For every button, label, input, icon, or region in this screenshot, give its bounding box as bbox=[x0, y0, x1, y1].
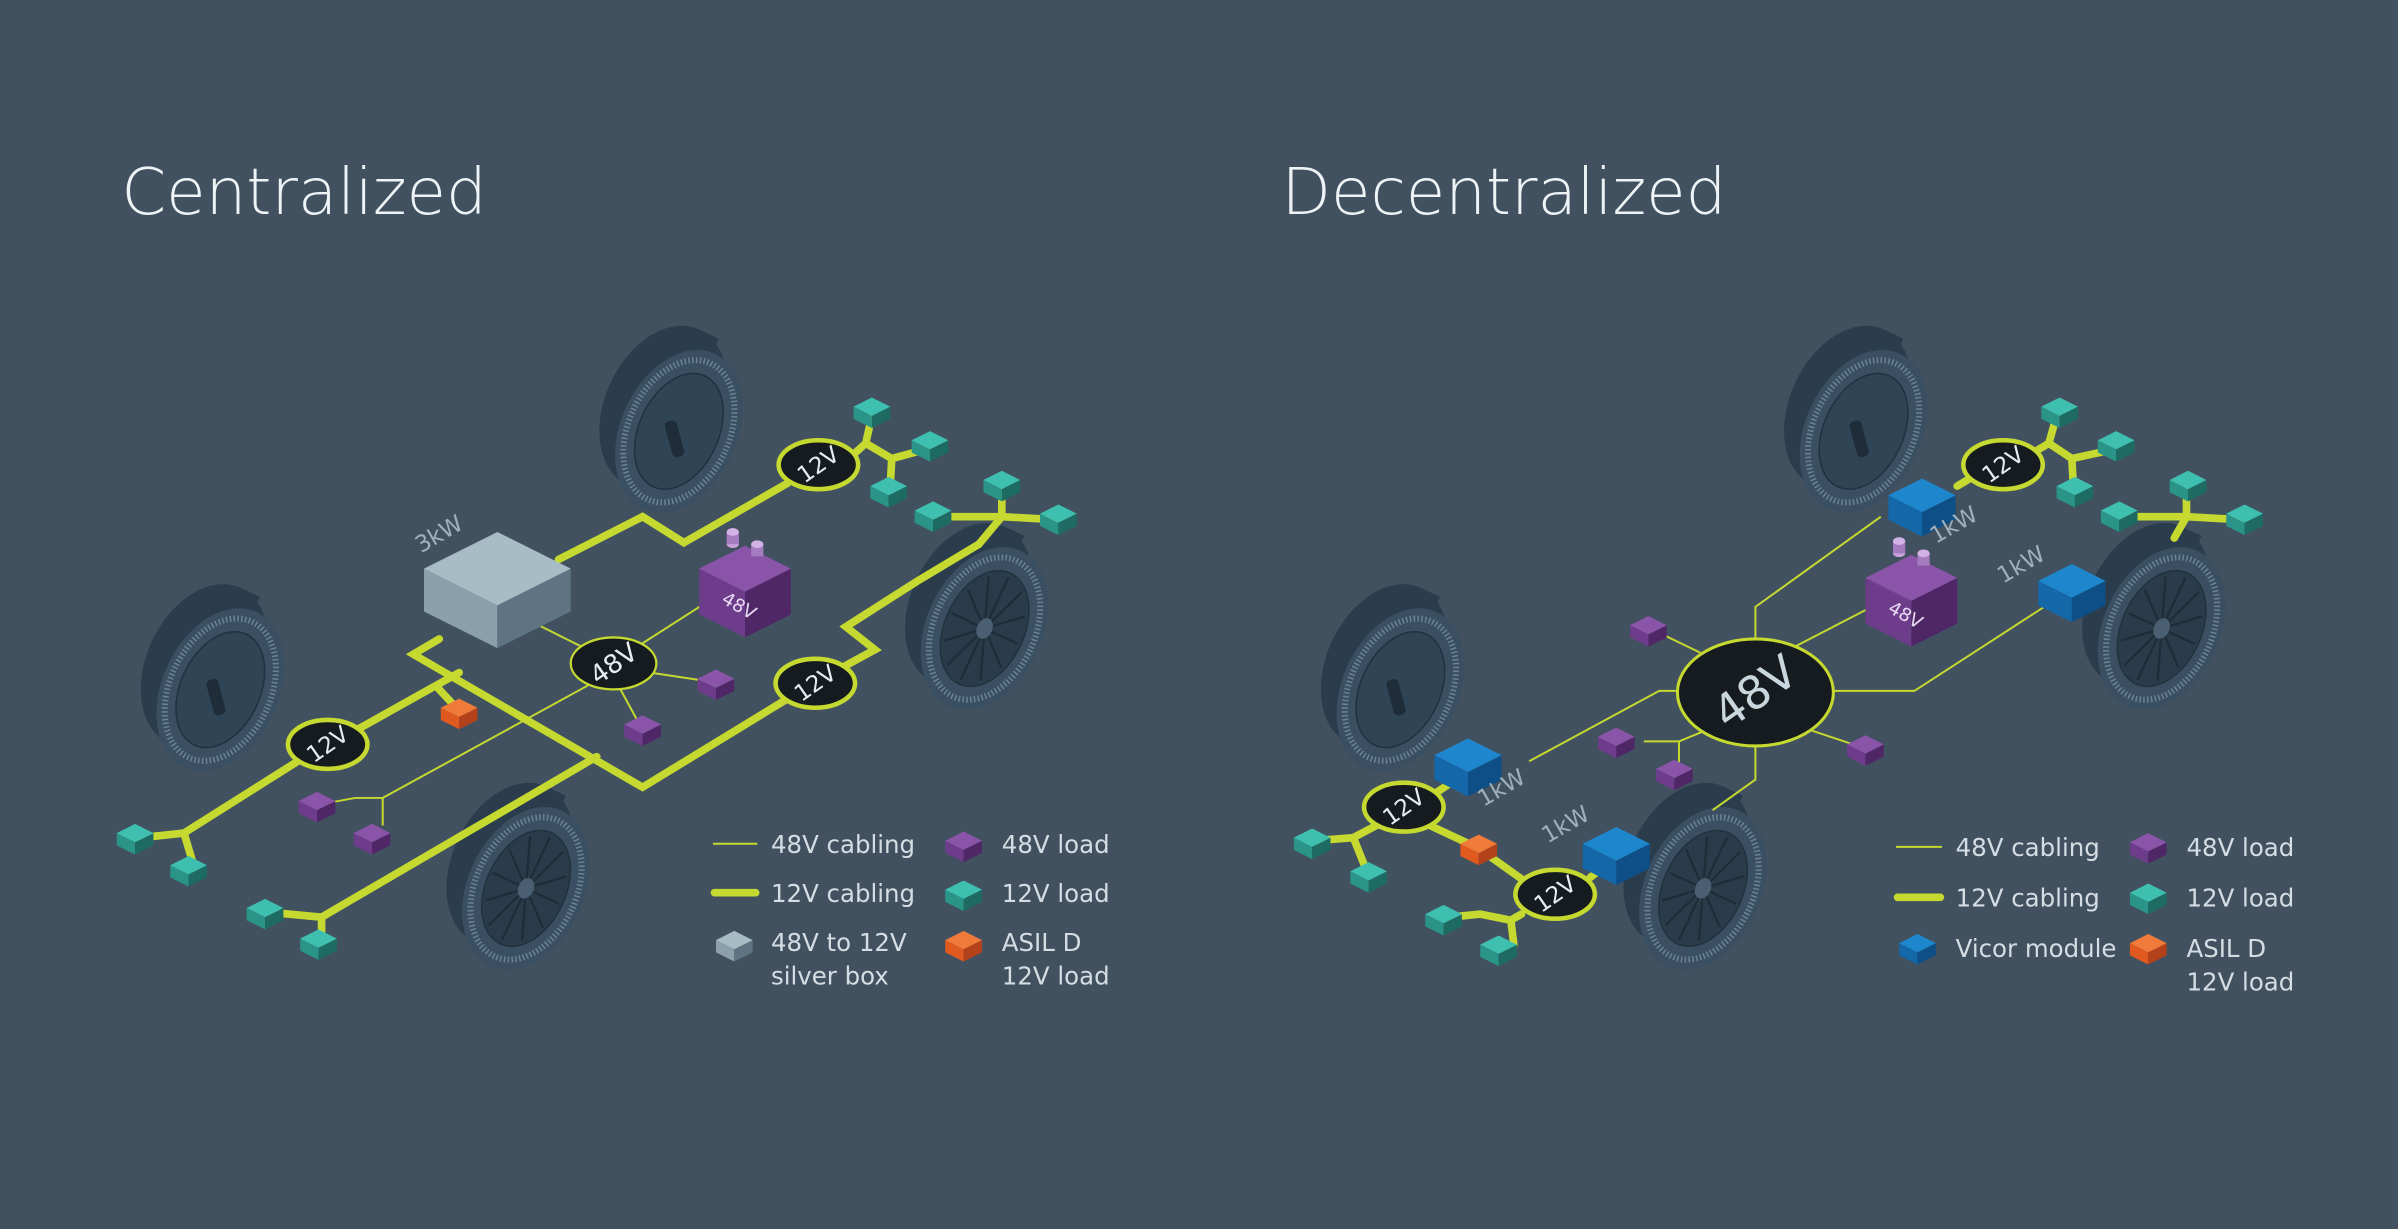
load-48v bbox=[697, 669, 735, 701]
legend-12v-load-icon bbox=[2129, 883, 2167, 915]
decentralized-legend: 48V cabling 12V cabling Vicor module 48V… bbox=[1893, 833, 2294, 997]
load-12v bbox=[1293, 828, 1331, 860]
load-12v bbox=[983, 470, 1021, 502]
legend-48v-load-icon bbox=[2129, 833, 2167, 864]
load-12v bbox=[300, 929, 337, 960]
svg-text:48V cabling: 48V cabling bbox=[1956, 833, 2100, 862]
converter-12v-left: 12V bbox=[1361, 780, 1446, 834]
centralized-48v-cabling bbox=[321, 598, 712, 826]
wheel bbox=[1783, 325, 1928, 513]
load-12v bbox=[911, 431, 949, 462]
svg-text:ASIL D: ASIL D bbox=[1002, 928, 1082, 957]
converter-12v-top: 12V bbox=[776, 437, 861, 492]
decentralized-48v-cabling bbox=[1528, 515, 2050, 811]
svg-text:12V cabling: 12V cabling bbox=[771, 879, 915, 908]
centralized-legend: 48V cabling 12V cabling 48V to 12V silve… bbox=[710, 830, 1110, 990]
vicor-module bbox=[1582, 826, 1650, 886]
svg-text:12V load: 12V load bbox=[1002, 961, 1110, 990]
load-12v bbox=[170, 856, 207, 887]
load-12v bbox=[2041, 397, 2078, 429]
load-12v bbox=[1425, 904, 1462, 936]
load-12v bbox=[2056, 476, 2094, 508]
load-12v bbox=[914, 501, 952, 532]
load-48v bbox=[1597, 727, 1635, 759]
legend-asil-icon bbox=[2129, 933, 2167, 965]
load-12v bbox=[116, 823, 154, 855]
converter-12v-top: 12V bbox=[1961, 437, 2046, 492]
wheel bbox=[1320, 584, 1465, 772]
legend-vicor-icon bbox=[1899, 933, 1936, 965]
vicor-module bbox=[1888, 478, 1956, 537]
load-48v bbox=[353, 823, 391, 855]
legend-48v-load-icon bbox=[945, 831, 982, 863]
svg-text:48V load: 48V load bbox=[2186, 833, 2294, 862]
svg-text:48V cabling: 48V cabling bbox=[771, 830, 915, 859]
converter-12v-left: 12V bbox=[285, 717, 370, 772]
load-48v bbox=[1630, 616, 1667, 647]
hub-48v: 48V bbox=[569, 636, 658, 691]
converter-12v-bottom: 12V bbox=[1513, 867, 1598, 921]
battery-body bbox=[1865, 554, 1958, 647]
asil-d-load bbox=[440, 698, 478, 730]
hub-48v: 48V bbox=[1675, 637, 1835, 748]
svg-text:12V cabling: 12V cabling bbox=[1956, 883, 2100, 912]
load-12v bbox=[1480, 935, 1517, 967]
wheel bbox=[2082, 522, 2226, 710]
load-48v bbox=[1656, 759, 1693, 791]
centralized-title: Centralized bbox=[121, 155, 486, 230]
converter-12v-right: 12V bbox=[773, 656, 858, 711]
load-12v bbox=[853, 397, 891, 429]
svg-text:12V load: 12V load bbox=[1002, 879, 1110, 908]
svg-text:48V load: 48V load bbox=[1002, 830, 1110, 859]
load-12v bbox=[870, 476, 908, 508]
svg-text:ASIL D: ASIL D bbox=[2186, 934, 2266, 963]
decentralized-title: Decentralized bbox=[1282, 155, 1727, 230]
wheel bbox=[140, 584, 285, 772]
svg-text:12V load: 12V load bbox=[2186, 883, 2294, 912]
svg-text:Vicor module: Vicor module bbox=[1956, 934, 2117, 963]
svg-text:12V load: 12V load bbox=[2186, 968, 2294, 997]
wheel bbox=[1623, 782, 1767, 970]
load-12v bbox=[2100, 501, 2138, 532]
wheel bbox=[599, 325, 743, 513]
legend-12v-load-icon bbox=[945, 880, 982, 912]
asil-d-load bbox=[1460, 834, 1498, 866]
load-48v bbox=[1847, 735, 1884, 766]
vicor-module bbox=[1434, 738, 1502, 797]
load-48v bbox=[624, 715, 661, 746]
svg-text:silver box: silver box bbox=[771, 961, 889, 990]
load-12v bbox=[2169, 470, 2207, 502]
legend-asil-icon bbox=[945, 930, 982, 962]
load-12v bbox=[2226, 504, 2263, 536]
battery-48v: 48V bbox=[1865, 537, 1958, 647]
svg-text:48V to 12V: 48V to 12V bbox=[771, 928, 907, 957]
wheel bbox=[905, 522, 1049, 710]
load-12v bbox=[1040, 504, 1077, 536]
